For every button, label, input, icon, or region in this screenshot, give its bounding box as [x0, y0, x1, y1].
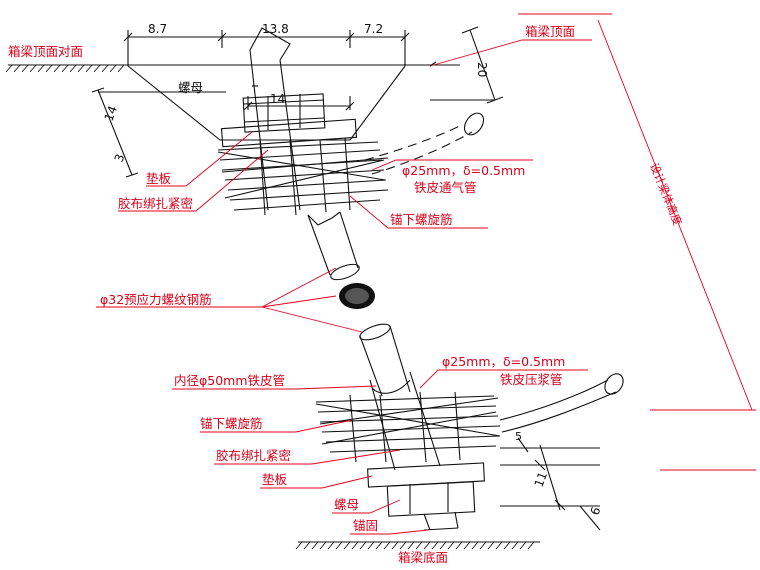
label-top-surface: 箱梁顶面: [525, 24, 575, 39]
rebar-middle-top: [307, 211, 360, 281]
dim-7-2: 7.2: [364, 22, 383, 36]
leader-washer-top: [146, 131, 253, 187]
top-surface-hatch: [5, 64, 125, 73]
label-grout-spec: φ25mm，δ=0.5mm: [442, 354, 565, 369]
leader-top-surface-arrow: [429, 61, 437, 67]
rebar-cross-section: [339, 283, 375, 309]
leader-vent: [371, 159, 533, 171]
label-anchor: 锚固: [353, 518, 378, 533]
label-sheath: 内径φ50mm铁皮管: [174, 373, 285, 388]
leader-top-surface: [429, 39, 592, 67]
label-top-surface-opposite: 箱梁顶面对面: [8, 44, 83, 59]
bottom-surface-hatch: [295, 541, 535, 550]
leader-spiral-top: [349, 195, 488, 229]
top-dimension-chain: [123, 30, 410, 66]
dim-14-left-group: [91, 87, 226, 178]
label-grout-pipe: 铁皮压浆管: [500, 372, 563, 387]
label-vent-spec: φ25mm，δ=0.5mm: [402, 163, 525, 178]
label-rebar: φ32预应力螺纹钢筋: [100, 292, 212, 307]
beam-height-dim: [518, 13, 756, 471]
leader-spiral-bottom: [200, 419, 353, 433]
dim-13-8: 13.8: [262, 22, 289, 36]
label-washer-bottom: 垫板: [262, 472, 288, 487]
leader-tape-top: [118, 149, 269, 212]
leader-sheath: [172, 385, 377, 390]
bottom-spiral: [315, 391, 501, 463]
leader-washer-bottom: [260, 475, 373, 489]
label-nut-bottom: 螺母: [334, 497, 359, 512]
label-washer-top: 垫板: [146, 171, 172, 186]
label-nut-top: 螺母: [178, 80, 203, 95]
top-surface-line: [5, 64, 460, 73]
label-tape-top: 胶布绑扎紧密: [118, 196, 193, 211]
top-spiral: [217, 137, 389, 216]
dim-14-nut: 14: [270, 92, 285, 106]
dim-3-left: 3: [112, 152, 128, 164]
sheath-bottom: [369, 371, 441, 471]
dim-5: 5: [515, 430, 522, 443]
dim-14-left: 14: [102, 104, 120, 123]
leader-grout: [419, 369, 588, 389]
dim-20-group: [430, 26, 504, 104]
bottom-surface-line: [295, 541, 540, 550]
label-spiral-top: 锚下螺旋筋: [390, 212, 453, 227]
dim-11: 11: [532, 470, 550, 489]
label-vent-pipe: 铁皮通气管: [414, 180, 477, 195]
label-spiral-bottom: 锚下螺旋筋: [200, 416, 263, 431]
label-bottom-surface: 箱梁底面: [398, 550, 448, 565]
dim-6: 6: [588, 505, 604, 517]
vent-pipe: [364, 112, 485, 175]
leader-anchor: [350, 529, 429, 535]
dim-20: 20: [475, 62, 489, 77]
label-tape-bottom: 胶布绑扎紧密: [216, 448, 291, 463]
label-rotated: 设计梁体高度: [647, 161, 685, 227]
rebar-middle-bottom: [359, 323, 411, 397]
leader-tape-bottom: [214, 449, 401, 465]
grout-pipe: [499, 373, 624, 433]
leader-rebar-3: [261, 306, 363, 333]
dim-8-7: 8.7: [148, 22, 167, 36]
bottom-dim-group: [500, 437, 601, 531]
top-anchor-pocket: [127, 65, 406, 141]
leader-nut-bottom: [332, 499, 401, 514]
bottom-anchor-plate: [367, 462, 485, 531]
leader-rebar-2: [261, 295, 337, 308]
